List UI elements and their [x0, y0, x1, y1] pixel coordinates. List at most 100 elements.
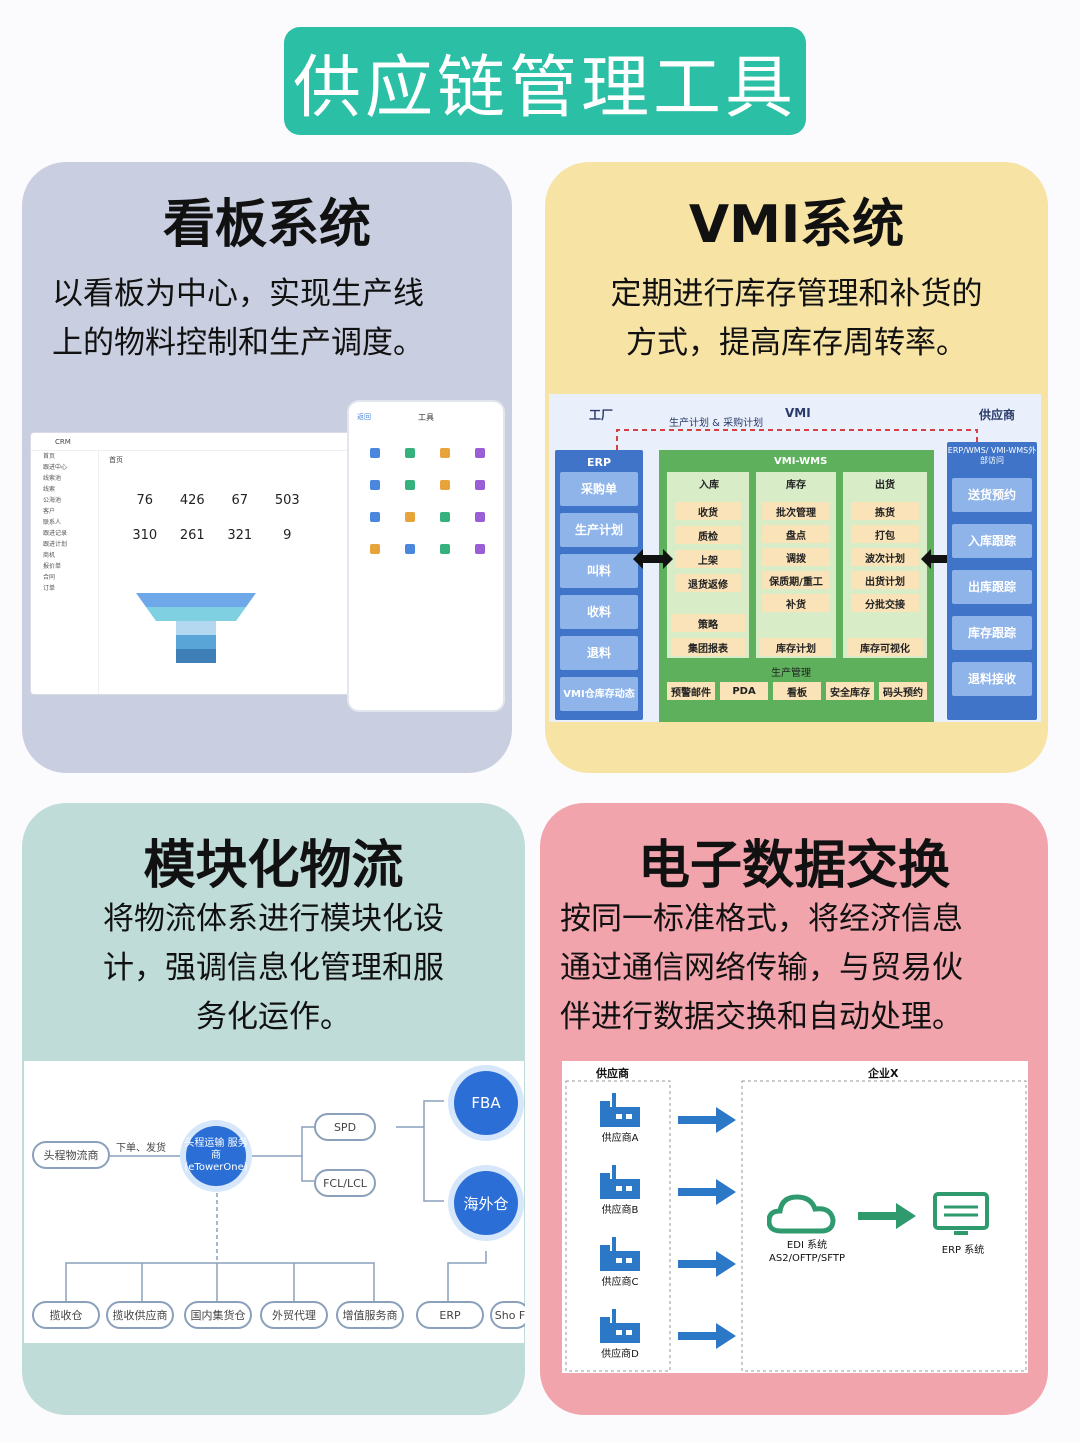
- inbound-item: 上架: [675, 550, 741, 568]
- crm-sidebar-item: 线索池: [43, 475, 62, 482]
- arrow-right-icon: [678, 1251, 736, 1277]
- desc-line: 定期进行库存管理和补货的: [610, 276, 983, 312]
- edi-protocols: AS2/OFTP/SFTP: [769, 1253, 845, 1264]
- crm-topbar: CRM: [31, 433, 491, 451]
- production-title: 生产管理: [771, 668, 811, 679]
- title-banner: 供应链管理工具: [284, 27, 806, 135]
- mobile-icon-grid: [357, 448, 497, 554]
- supplier-label: 供应商: [979, 408, 1016, 422]
- card-title: 看板系统: [162, 195, 371, 255]
- supplier-node: 供应商A: [590, 1093, 650, 1144]
- app-icon: [474, 448, 485, 458]
- app-icon: [474, 512, 485, 522]
- logistics-diagram: 头程物流商 下单、发货 头程运输 服务商 (eTowerOne) SPD FCL…: [24, 1061, 525, 1343]
- crm-stat-value: 76: [136, 493, 154, 508]
- crm-stat-value: 426: [179, 493, 205, 508]
- supplier-label: 供应商A: [601, 1133, 639, 1144]
- erp-item: 收料: [560, 595, 638, 629]
- spd-node: SPD: [314, 1113, 376, 1141]
- stock-item: 盘点: [762, 525, 830, 543]
- crm-logo: CRM: [55, 438, 71, 446]
- wms-title: VMI-WMS: [774, 456, 828, 467]
- logistics-connectors: [65, 1100, 487, 1301]
- edi-to-erp-arrow-icon: [858, 1203, 916, 1229]
- outbound-item: 打包: [851, 525, 919, 543]
- erp-monitor-icon: [933, 1192, 989, 1235]
- crm-stat-value: 503: [274, 493, 300, 508]
- strategy-item: 策略: [671, 614, 745, 632]
- arrow-right-icon: [678, 1323, 736, 1349]
- erp-title: ERP: [586, 456, 612, 469]
- vmi-diagram: 工厂 生产计划 & 采购计划 VMI 供应商 ERP 采购单生产计划叫料收料退料…: [549, 394, 1041, 722]
- vmi-wms-block: VMI-WMS 入库 库存 出货 收货质检上架退货返修批次管理盘点调拨保质期/重…: [659, 450, 934, 722]
- outbound-item: 分批交接: [851, 594, 919, 612]
- production-item: 看板: [773, 682, 821, 700]
- app-icon: [369, 480, 380, 490]
- outbound-title: 出货: [875, 480, 895, 491]
- desc-line: 方式，提高库存周转率。: [626, 325, 967, 361]
- logistics-module-node: 国内集货仓: [184, 1301, 252, 1329]
- supplier-header: 供应商: [596, 1067, 629, 1080]
- funnel-stage: [146, 607, 246, 621]
- desc-line: 将物流体系进行模块化设: [103, 901, 444, 937]
- outbound-item: 出货计划: [851, 571, 919, 589]
- supplier-label: 供应商C: [601, 1277, 639, 1288]
- app-icon: [369, 544, 380, 554]
- card-description: 定期进行库存管理和补货的 方式，提高库存周转率。: [565, 270, 1028, 368]
- app-icon: [369, 448, 380, 458]
- desc-line: 以看板为中心，实现生产线: [52, 276, 424, 312]
- mobile-back: 返回: [357, 413, 371, 421]
- external-item: 出库跟踪: [952, 570, 1032, 604]
- logistics-module-node: 揽收供应商: [106, 1301, 174, 1329]
- crm-sidebar-item: 合同: [43, 574, 56, 581]
- logistics-module-node: 揽收仓: [32, 1301, 100, 1329]
- mobile-title: 工具: [418, 413, 434, 422]
- desc-line: 伴进行数据交换和自动处理。: [560, 999, 963, 1035]
- production-item: 码头预约: [879, 682, 927, 700]
- crm-stat-value: 310: [132, 528, 158, 543]
- factory-icon: [600, 1165, 640, 1199]
- card-description: 按同一标准格式，将经济信息 通过通信网络传输，与贸易伙 伴进行数据交换和自动处理…: [560, 895, 1030, 1042]
- vmi-dashed-link: [616, 429, 978, 450]
- funnel-stage: [176, 621, 216, 635]
- crm-sidebar-item: 商机: [43, 552, 56, 559]
- factory-icon: [600, 1309, 640, 1343]
- stock-title: 库存: [786, 480, 806, 491]
- app-icon: [439, 448, 450, 458]
- mobile-screenshot: 工具 返回: [347, 400, 505, 712]
- erp-item: 采购单: [560, 472, 638, 506]
- stock-item: 批次管理: [762, 502, 830, 520]
- external-item: 退料接收: [952, 662, 1032, 696]
- crm-sidebar-item: 跟进中心: [43, 464, 68, 471]
- erp-item: 生产计划: [560, 513, 638, 547]
- crm-sidebar-item: 客户: [43, 508, 56, 515]
- desc-line: 通过通信网络传输，与贸易伙: [560, 950, 963, 986]
- external-column: ERP/WMS/ VMI-WMS外部访问 送货预约入库跟踪出库跟踪库存跟踪退料接…: [947, 442, 1037, 720]
- card-title: 电子数据交换: [637, 836, 950, 896]
- crm-stat-value: 9: [283, 528, 292, 543]
- edi-label: EDI 系统: [786, 1240, 828, 1251]
- stock-visual-item: 库存可视化: [847, 638, 923, 656]
- app-icon: [439, 512, 450, 522]
- crm-stat-value: 261: [179, 528, 205, 543]
- report-item: 集团报表: [671, 638, 745, 656]
- outbound-item: 波次计划: [851, 548, 919, 566]
- crm-sidebar: 首页跟进中心线索池线索公海池客户联系人跟进记录跟进计划商机报价单合同订单: [31, 451, 99, 694]
- plan-label: 生产计划 & 采购计划: [669, 418, 764, 429]
- crm-stat-value: 67: [231, 493, 249, 508]
- vmi-label: VMI: [785, 406, 811, 420]
- card-description: 以看板为中心，实现生产线 上的物料控制和生产调度。: [52, 270, 482, 368]
- stock-item: 调拨: [762, 548, 830, 566]
- app-icon: [474, 480, 485, 490]
- factory-label: 工厂: [589, 408, 614, 422]
- edi-system-label: EDI 系统 AS2/OFTP/SFTP: [762, 1239, 852, 1265]
- crm-sidebar-item: 首页: [43, 453, 56, 460]
- crm-sidebar-item: 报价单: [43, 563, 62, 570]
- inbound-item: 收货: [675, 502, 741, 520]
- card-edi: 电子数据交换 按同一标准格式，将经济信息 通过通信网络传输，与贸易伙 伴进行数据…: [540, 803, 1048, 1415]
- inbound-item: 退货返修: [675, 574, 741, 592]
- left-arrow-icon: [633, 549, 673, 569]
- desc-line: 务化运作。: [196, 999, 351, 1035]
